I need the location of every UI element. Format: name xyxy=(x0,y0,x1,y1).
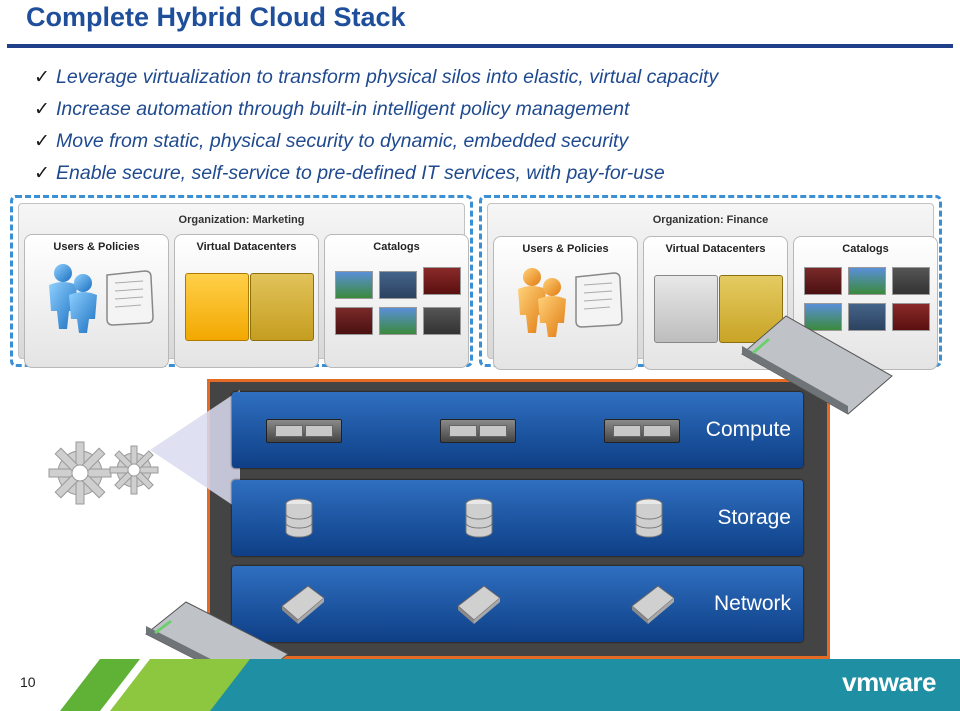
database-icon xyxy=(635,498,663,538)
scroll-icon xyxy=(106,270,154,326)
catalog-thumbnail xyxy=(892,303,930,331)
projection-beam xyxy=(150,390,240,510)
panel-label: Catalogs xyxy=(373,241,420,253)
catalog-thumbnail xyxy=(892,267,930,295)
server-icon xyxy=(266,419,342,443)
bullet-item: ✓ Increase automation through built-in i… xyxy=(34,93,934,125)
layer-label: Storage xyxy=(717,506,791,529)
scroll-icon xyxy=(575,272,623,328)
catalog-thumbnail xyxy=(804,303,842,331)
check-icon: ✓ xyxy=(34,130,50,152)
footer-bar xyxy=(0,659,960,711)
bullet-item: ✓ Leverage virtualization to transform p… xyxy=(34,61,934,93)
layer-compute[interactable]: Compute xyxy=(232,392,803,468)
check-icon: ✓ xyxy=(34,162,50,184)
catalog-thumbnail xyxy=(423,267,461,295)
bullet-item: ✓ Move from static, physical security to… xyxy=(34,125,934,157)
page-title: Complete Hybrid Cloud Stack xyxy=(26,2,406,32)
panel-label: Virtual Datacenters xyxy=(196,241,297,253)
appliance-icon xyxy=(741,315,893,415)
page-number: 10 xyxy=(20,674,36,690)
catalog-thumbnail xyxy=(848,267,886,295)
org-marketing: Organization: Marketing Users & Policies… xyxy=(10,195,473,368)
catalog-thumbnail xyxy=(423,307,461,335)
bullet-text: Enable secure, self-service to pre-defin… xyxy=(56,161,665,184)
vdc-block xyxy=(250,273,314,341)
switch-icon xyxy=(631,585,675,624)
vdc-block xyxy=(185,273,249,341)
check-icon: ✓ xyxy=(34,98,50,120)
panel-users-policies[interactable]: Users & Policies xyxy=(24,234,169,368)
org-title: Organization: Finance xyxy=(652,214,769,226)
panel-label: Users & Policies xyxy=(522,243,609,255)
catalog-thumbnail xyxy=(848,303,886,331)
catalog-thumbnail xyxy=(335,307,373,335)
catalog-thumbnail xyxy=(804,267,842,295)
bullet-text: Leverage virtualization to transform phy… xyxy=(56,65,719,88)
bullet-text: Move from static, physical security to d… xyxy=(56,129,629,152)
panel-catalogs[interactable]: Catalogs xyxy=(324,234,469,368)
bullet-list: ✓ Leverage virtualization to transform p… xyxy=(34,61,934,189)
layer-network[interactable]: Network xyxy=(232,566,803,642)
panel-users-policies[interactable]: Users & Policies xyxy=(493,236,638,370)
users-icon xyxy=(49,264,97,333)
server-icon xyxy=(604,419,680,443)
org-marketing-body: Organization: Marketing Users & Policies… xyxy=(18,203,469,368)
panel-label: Users & Policies xyxy=(53,241,140,253)
catalog-thumbnail xyxy=(335,271,373,299)
gear-icon xyxy=(48,441,159,505)
layer-label: Compute xyxy=(705,418,791,441)
catalog-thumbnail xyxy=(379,307,417,335)
panel-label: Catalogs xyxy=(842,243,889,255)
switch-icon xyxy=(457,585,501,624)
title-rule xyxy=(7,44,953,48)
check-icon: ✓ xyxy=(34,66,50,88)
panel-label: Virtual Datacenters xyxy=(665,243,766,255)
switch-icon xyxy=(281,585,325,624)
bullet-item: ✓ Enable secure, self-service to pre-def… xyxy=(34,157,934,189)
users-icon xyxy=(518,268,566,337)
org-title: Organization: Marketing xyxy=(178,214,305,226)
server-icon xyxy=(440,419,516,443)
panel-virtual-datacenters[interactable]: Virtual Datacenters xyxy=(174,234,319,368)
database-icon xyxy=(285,498,313,538)
vmware-logo: vmware xyxy=(842,667,936,697)
catalog-thumbnail xyxy=(379,271,417,299)
vdc-block xyxy=(654,275,718,343)
layer-storage[interactable]: Storage xyxy=(232,480,803,556)
database-icon xyxy=(465,498,493,538)
bullet-text: Increase automation through built-in int… xyxy=(56,97,630,120)
layer-label: Network xyxy=(713,592,791,615)
